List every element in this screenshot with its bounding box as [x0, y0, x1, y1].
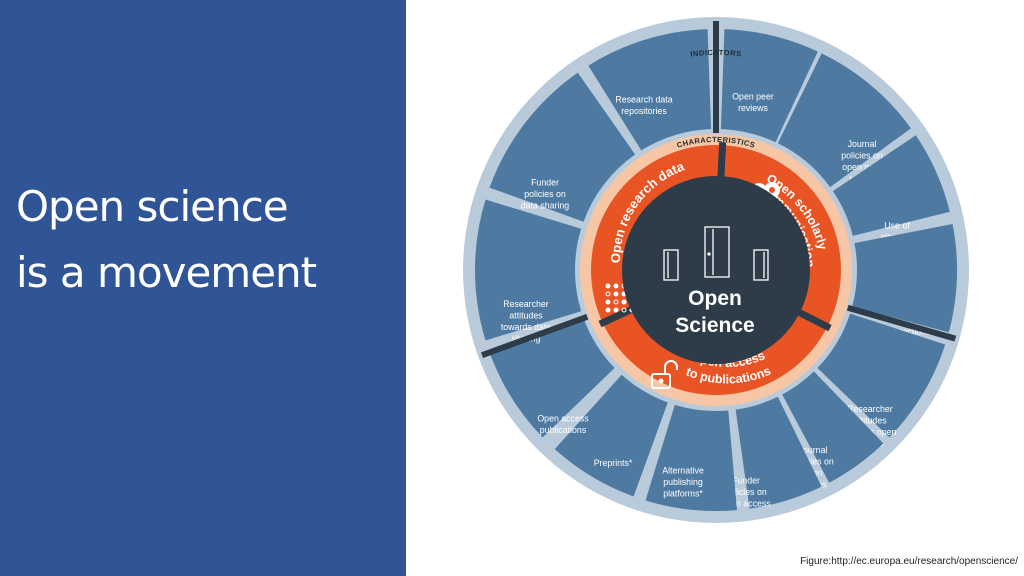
- slide-title: Open science is a movement: [16, 174, 406, 306]
- indicator-label-line: publications: [540, 425, 587, 435]
- indicator-label: Open peer reviews: [732, 91, 774, 113]
- indicator-segment: [832, 135, 950, 236]
- indicator-group-divider: [846, 304, 957, 342]
- indicator-label-line: open peer: [842, 162, 882, 172]
- indicator-label-line: Alternative: [662, 466, 704, 476]
- indicator-label-line: Researcher: [847, 404, 893, 414]
- slide-title-line-1: Open science: [16, 182, 289, 231]
- slide-title-line-2: is a movement: [16, 248, 317, 297]
- figure-source-caption: Figure:http://ec.europa.eu/research/open…: [800, 556, 1018, 567]
- indicator-segment: [817, 313, 946, 438]
- indicator-label-line: Research data: [615, 94, 672, 104]
- indicator-segment: [489, 318, 615, 438]
- indicator-segment: [782, 371, 884, 483]
- indicator-label-line: Corrections: [886, 327, 932, 337]
- indicator-segment: [720, 29, 818, 143]
- indicator-label-line: Use of: [884, 221, 910, 231]
- title-panel: Open science is a movement: [0, 0, 406, 576]
- indicator-label-line: towards data: [501, 322, 551, 332]
- indicator-label-line: attitudes: [853, 415, 887, 425]
- indicator-group-divider: [480, 314, 589, 358]
- characteristic-divider: [598, 304, 636, 328]
- indicator-segment: [852, 224, 957, 333]
- indicator-label-line: attitudes: [509, 310, 543, 320]
- indicator-segment: [475, 199, 582, 341]
- indicator-segment: [777, 53, 911, 188]
- indicator-label: Research data repositories: [615, 94, 672, 116]
- indicator-label-line: data sharing: [521, 201, 570, 211]
- indicator-label-line: Preprints*: [594, 458, 633, 468]
- indicator-label: Open access publications: [537, 413, 589, 435]
- indicator-segment: [735, 396, 822, 509]
- indicator-label-line: Researcher: [503, 299, 549, 309]
- indicator-label-line: Journal: [799, 445, 828, 455]
- open-science-center: [622, 176, 810, 364]
- indicator-label-line: Open access: [537, 413, 589, 423]
- indicator-label-line: platforms*: [663, 489, 703, 499]
- indicator-segment: [588, 29, 712, 151]
- indicator-label-line: repositories: [621, 106, 667, 116]
- indicator-label-line: policies on: [725, 487, 767, 497]
- indicator-segment: [554, 374, 668, 497]
- characteristic-divider: [717, 141, 727, 181]
- indicator-label-line: Funder: [732, 476, 760, 486]
- indicator-segment: [645, 404, 738, 512]
- indicator-label-line: Funder: [531, 178, 559, 188]
- indicator-label-line: reviews: [738, 103, 768, 113]
- indicators-ring-label: INDICATORS: [690, 48, 742, 58]
- indicator-label-line: Journal: [848, 139, 877, 149]
- indicator-label-line: policies on: [841, 150, 883, 160]
- indicator-segment: [489, 72, 636, 222]
- indicator-label-line: open access: [721, 499, 771, 509]
- indicator-label-line: policies on: [792, 456, 834, 466]
- center-title-line-2: Science: [675, 314, 754, 337]
- indicator-label-line: publishing: [663, 477, 703, 487]
- open-padlock-icon: [651, 360, 678, 389]
- doors-icon: [663, 226, 769, 281]
- indicator-label: Preprints*: [594, 458, 633, 468]
- indicator-label-line: policies on: [524, 189, 566, 199]
- indicator-label-line: Open peer: [732, 91, 774, 101]
- center-title-line-1: Open: [688, 287, 742, 310]
- characteristic-dividers: [598, 141, 832, 332]
- characteristic-divider: [794, 307, 832, 332]
